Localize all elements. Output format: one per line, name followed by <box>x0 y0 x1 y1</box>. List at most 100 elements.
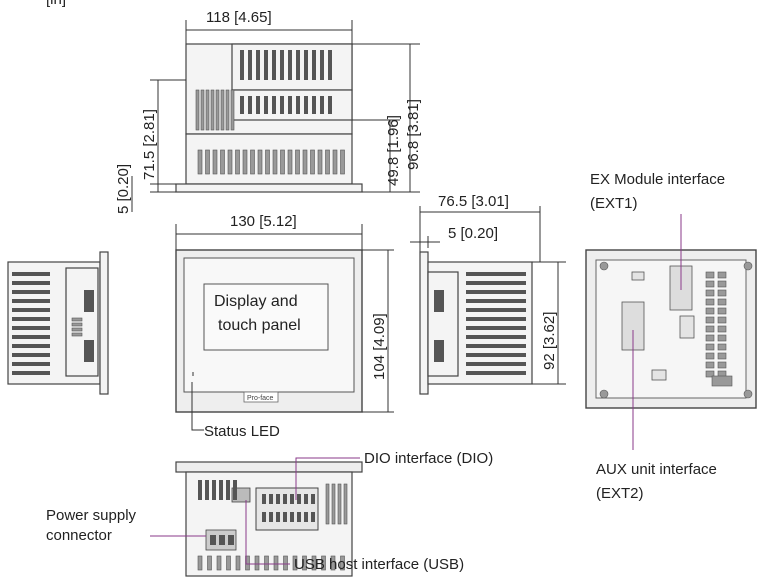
port-detail <box>434 340 444 362</box>
side-vent-slot <box>466 317 526 321</box>
vent-slot <box>283 555 288 571</box>
side-vent-slot <box>12 272 50 276</box>
dio-pin <box>311 494 315 504</box>
top-vent-slot <box>240 50 244 80</box>
terminal-pin <box>717 343 727 351</box>
bottom-vent-slot <box>317 149 323 175</box>
vent-slot <box>219 480 223 500</box>
side-vent-slot <box>12 290 50 294</box>
brand-logo: Pro-face <box>247 395 274 402</box>
vent-slot <box>226 480 230 500</box>
dio-pin <box>311 512 315 522</box>
side-vent-slot <box>12 371 50 375</box>
vent-slot <box>302 555 307 571</box>
vent-slot <box>337 483 342 525</box>
terminal-pin <box>705 325 715 333</box>
side-vent-slot <box>466 281 526 285</box>
terminal-pin <box>717 352 727 360</box>
vent-slot <box>205 480 209 500</box>
power-pin <box>219 535 225 545</box>
terminal-pin <box>705 307 715 315</box>
terminal-pin <box>717 361 727 369</box>
top-vent-slot <box>320 50 324 80</box>
side-vent-slot <box>200 89 205 131</box>
display-label-line1: Display and <box>214 293 298 310</box>
side-vent-slot <box>12 299 50 303</box>
terminal-pin <box>717 334 727 342</box>
bottom-vent-slot <box>257 149 263 175</box>
dio-pin <box>276 494 280 504</box>
bottom-vent-slot <box>220 149 225 175</box>
terminal-pin <box>717 307 727 315</box>
vent-slot <box>233 480 237 500</box>
power-pin <box>210 535 216 545</box>
bottom-vent-slot <box>205 149 210 175</box>
left-side-view <box>7 251 109 395</box>
dim-top-height-left: 71.5 [2.81] <box>141 109 158 180</box>
bottom-view: DIO interface (DIO) USB host interface (… <box>46 450 493 577</box>
dim-side-height: 92 [3.62] <box>541 312 558 370</box>
vent-slot <box>198 480 202 500</box>
dio-pin <box>290 494 294 504</box>
vent-slot <box>216 555 222 571</box>
usb-host-label: USB host interface (USB) <box>294 556 464 573</box>
side-vent-slot <box>12 344 50 348</box>
top-vent-slot <box>296 96 300 114</box>
ex-module-label-line1: EX Module interface <box>590 171 725 188</box>
top-vent-slot <box>320 96 324 114</box>
vent-slot <box>292 555 298 571</box>
grille-detail <box>71 327 83 332</box>
side-vent-slot <box>12 353 50 357</box>
side-vent-slot <box>466 326 526 330</box>
dio-interface-label: DIO interface (DIO) <box>364 450 493 467</box>
grille-detail <box>71 332 83 337</box>
side-vent-slot <box>466 353 526 357</box>
dio-pin <box>262 512 266 522</box>
top-vent-slot <box>256 50 260 80</box>
top-vent-slot <box>312 96 316 114</box>
terminal-pin <box>705 280 715 288</box>
status-led-label: Status LED <box>204 423 280 440</box>
dio-pin <box>304 512 308 522</box>
side-vent-slot <box>466 362 526 366</box>
bottom-vent-slot <box>250 149 255 175</box>
terminal-pin <box>705 343 715 351</box>
bottom-vent-slot <box>295 149 300 175</box>
top-vent-slot <box>296 50 300 80</box>
terminal-pin <box>705 316 715 324</box>
bottom-vent-slot <box>340 149 345 175</box>
top-vent-slot <box>272 50 276 80</box>
dio-pin <box>283 512 287 522</box>
vent-slot <box>331 483 336 525</box>
bottom-vent-slot <box>197 149 203 175</box>
vent-slot <box>321 555 326 571</box>
vent-slot <box>343 483 348 525</box>
vent-slot <box>264 555 269 571</box>
bottom-vent-slot <box>272 149 278 175</box>
top-vent-slot <box>288 50 292 80</box>
bottom-vent-slot <box>332 149 338 175</box>
vent-slot <box>311 555 317 571</box>
ex-module-label-line2: (EXT1) <box>590 195 638 212</box>
top-vent-slot <box>280 96 284 114</box>
dio-pin <box>269 494 273 504</box>
vent-slot <box>273 555 279 571</box>
terminal-pin <box>717 280 727 288</box>
terminal-pin <box>705 289 715 297</box>
dio-pin <box>304 494 308 504</box>
terminal-pin <box>717 325 727 333</box>
side-vent-slot <box>466 335 526 339</box>
grille-detail <box>71 322 83 327</box>
vent-slot <box>226 555 231 571</box>
side-vent-slot <box>466 299 526 303</box>
switch-detail <box>711 375 733 387</box>
brand-logo-box <box>243 391 279 403</box>
side-vent-slot <box>12 281 50 285</box>
port-detail <box>84 290 94 312</box>
terminal-pin <box>717 271 727 279</box>
bottom-vent-slot <box>235 149 240 175</box>
top-vent-slot <box>264 50 268 80</box>
bottom-vent-slot <box>227 149 233 175</box>
front-view: 130 [5.12] Display and touch panel Pro-f… <box>175 213 394 440</box>
